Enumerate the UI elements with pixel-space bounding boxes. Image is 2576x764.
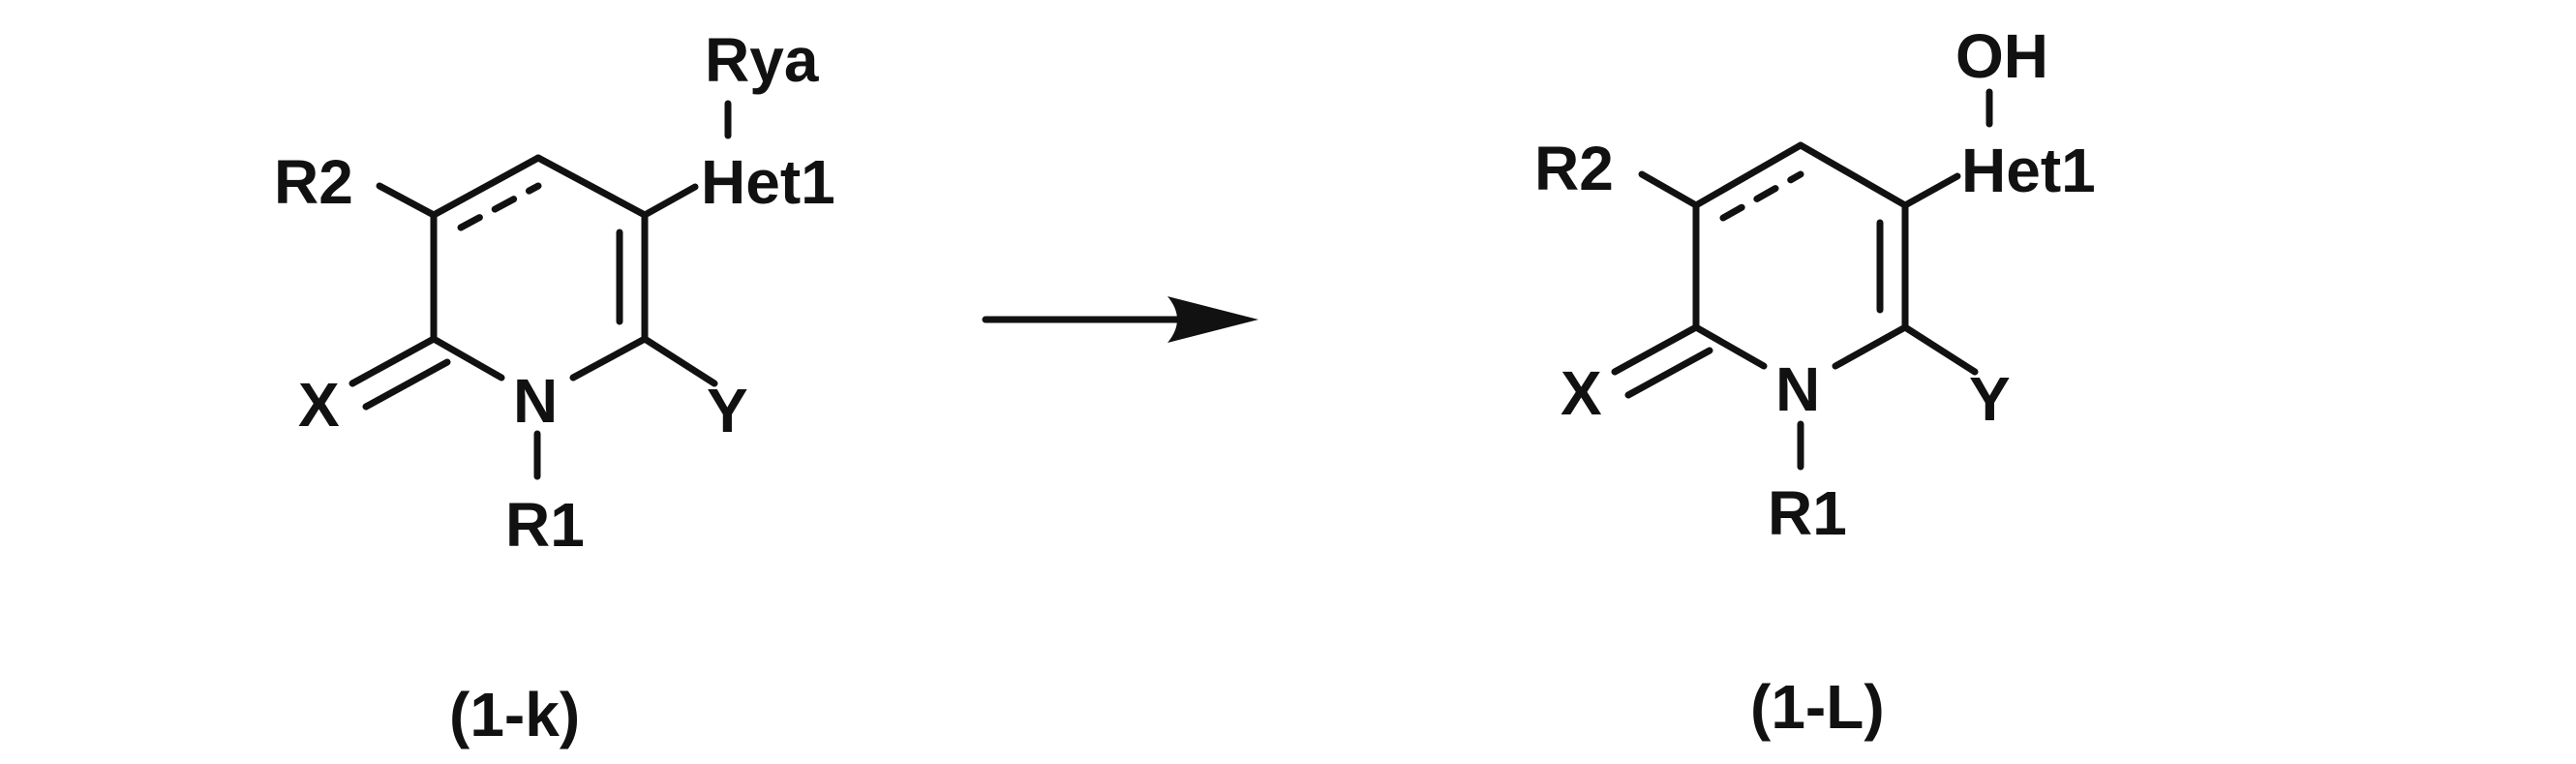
label-r1: R1 (505, 490, 585, 560)
reactant-caption: (1-k) (449, 680, 580, 749)
label-y: Y (707, 376, 748, 445)
bond-c3-c4 (434, 158, 538, 215)
label-oh: OH (1955, 21, 2048, 91)
bond-c6-y (645, 339, 714, 383)
label-het1: Het1 (1961, 136, 2096, 205)
bond-c6-n (573, 339, 645, 378)
bond-c4-c5 (538, 158, 645, 215)
bond-c5-het1 (645, 187, 695, 215)
label-x: X (1561, 358, 1602, 428)
label-rya: Rya (705, 25, 819, 95)
bond-c4-c5 (1801, 145, 1905, 205)
label-y: Y (1969, 364, 2011, 434)
bond-c3-c4 (1696, 145, 1801, 205)
arrow-head (1167, 296, 1258, 343)
reactant-structure: Rya R2 Het1 X N Y R1 (274, 25, 835, 560)
label-r1: R1 (1768, 478, 1847, 548)
bond-c6-n (1835, 327, 1905, 366)
bond-c3-r2 (1642, 174, 1696, 205)
bond-n-c2 (1696, 327, 1764, 366)
product-structure: OH R2 Het1 X N Y R1 (1534, 21, 2096, 548)
bond-n-c2 (434, 339, 501, 378)
bond-c3-r2 (379, 186, 434, 215)
label-n: N (1775, 354, 1820, 424)
label-r2: R2 (1534, 134, 1614, 203)
label-het1: Het1 (701, 147, 835, 217)
label-n: N (513, 366, 558, 436)
bond-c5-het1 (1905, 176, 1957, 205)
bond-c6-y (1905, 327, 1975, 372)
label-r2: R2 (274, 147, 353, 217)
reaction-arrow (985, 296, 1258, 343)
label-x: X (298, 370, 340, 440)
product-caption: (1-L) (1750, 672, 1885, 742)
